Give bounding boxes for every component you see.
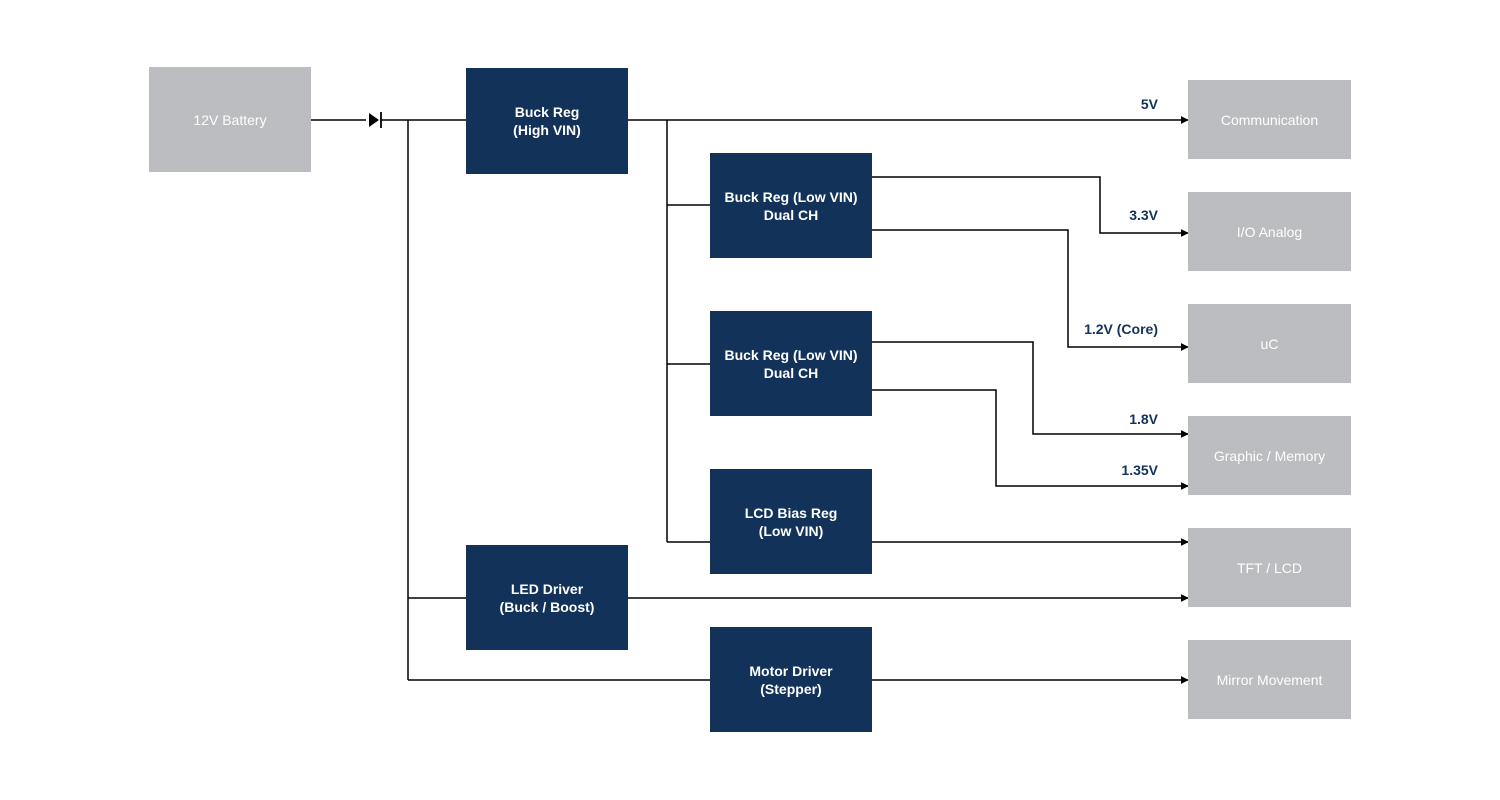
load-communication: Communication	[1188, 80, 1351, 159]
buck-reg-low-vin-block-2: Buck Reg (Low VIN) Dual CH	[710, 311, 872, 416]
rail-label-1v2-core: 1.2V (Core)	[1084, 321, 1158, 337]
lcd-bias-reg-block: LCD Bias Reg (Low VIN)	[710, 469, 872, 574]
block-label-line2: Dual CH	[763, 364, 819, 381]
load-label: Graphic / Memory	[1213, 447, 1326, 464]
load-mirror-movement: Mirror Movement	[1188, 640, 1351, 719]
rail-label-1v35: 1.35V	[1121, 462, 1158, 478]
load-label: Mirror Movement	[1216, 671, 1323, 688]
wire-3v3-io-analog	[872, 176, 1189, 237]
block-label-line1: Buck Reg (Low VIN)	[724, 188, 858, 205]
block-label-line2: (Low VIN)	[758, 522, 824, 539]
wire-1v8-graphic-memory	[872, 341, 1189, 438]
load-io-analog: I/O Analog	[1188, 192, 1351, 271]
load-tft-lcd: TFT / LCD	[1188, 528, 1351, 607]
battery-box: 12V Battery	[149, 67, 311, 172]
load-label: I/O Analog	[1236, 223, 1303, 240]
rail-label-1v8: 1.8V	[1129, 411, 1158, 427]
wire-1v2-uc	[872, 229, 1189, 351]
block-label-line1: Motor Driver	[749, 662, 833, 679]
load-label: uC	[1260, 335, 1279, 352]
led-driver-block: LED Driver (Buck / Boost)	[466, 545, 628, 650]
buck-reg-high-vin-block: Buck Reg (High VIN)	[466, 68, 628, 174]
block-label-line1: Buck Reg	[514, 104, 580, 120]
block-label-line1: Buck Reg (Low VIN)	[724, 346, 858, 363]
rail-label-3v3: 3.3V	[1129, 207, 1158, 223]
load-label: TFT / LCD	[1236, 559, 1303, 576]
diode-icon	[369, 112, 382, 128]
wire-1v35-graphic-memory	[872, 389, 1189, 490]
block-label-line1: LED Driver	[510, 580, 584, 597]
block-label-line2: (Stepper)	[760, 680, 822, 697]
battery-label: 12V Battery	[193, 111, 267, 128]
block-label-line2: (Buck / Boost)	[499, 598, 595, 615]
rail-label-5v: 5V	[1140, 96, 1158, 112]
buck-reg-low-vin-block-1: Buck Reg (Low VIN) Dual CH	[710, 153, 872, 258]
motor-driver-block: Motor Driver (Stepper)	[710, 627, 872, 732]
load-label: Communication	[1220, 111, 1319, 128]
load-uc: uC	[1188, 304, 1351, 383]
load-graphic-memory: Graphic / Memory	[1188, 416, 1351, 495]
block-label-line2: (High VIN)	[513, 122, 581, 138]
block-label-line2: Dual CH	[763, 206, 819, 223]
block-label-line1: LCD Bias Reg	[744, 504, 838, 521]
